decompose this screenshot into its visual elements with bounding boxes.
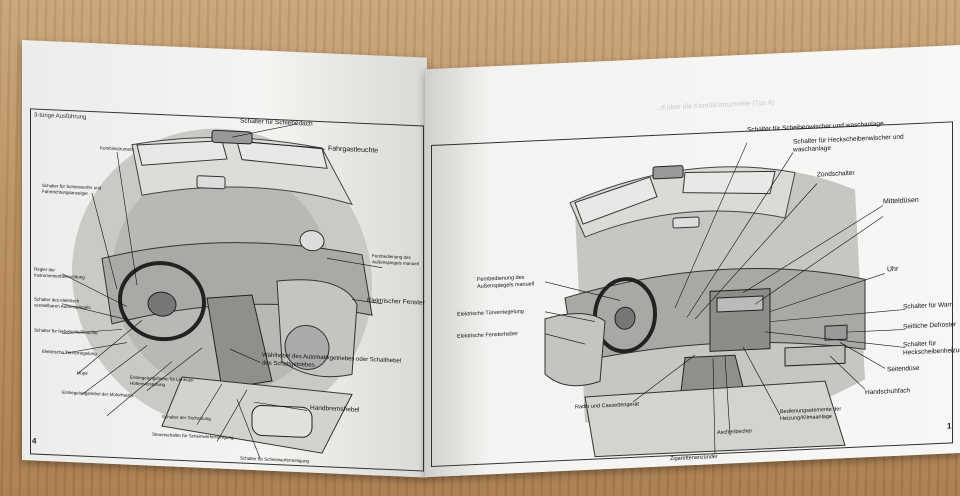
right-interior-illustration (544, 142, 906, 458)
right-page-number: 1 (947, 421, 952, 431)
label-hupe: Hupe (77, 370, 88, 376)
label-uhr: Uhr (887, 265, 899, 274)
left-page-number: 4 (32, 436, 37, 446)
label-heckscheibenheizung: Schalter für Heckscheibenheizun (903, 340, 960, 357)
left-interior-illustration (61, 123, 383, 459)
right-page: ...d über die Kombiinstrumente (Typ A) (425, 45, 960, 478)
label-mitteldusen: Mitteldüsen (883, 196, 919, 206)
label-zuendschalter: Zündschalter (817, 169, 855, 179)
label-seitenduese: Seitendüse (887, 364, 920, 374)
left-page: 3-türige Ausführung (22, 40, 427, 478)
label-aussenspiegel-left: Fernbedienung des Außenspiegels manuell (372, 253, 419, 266)
